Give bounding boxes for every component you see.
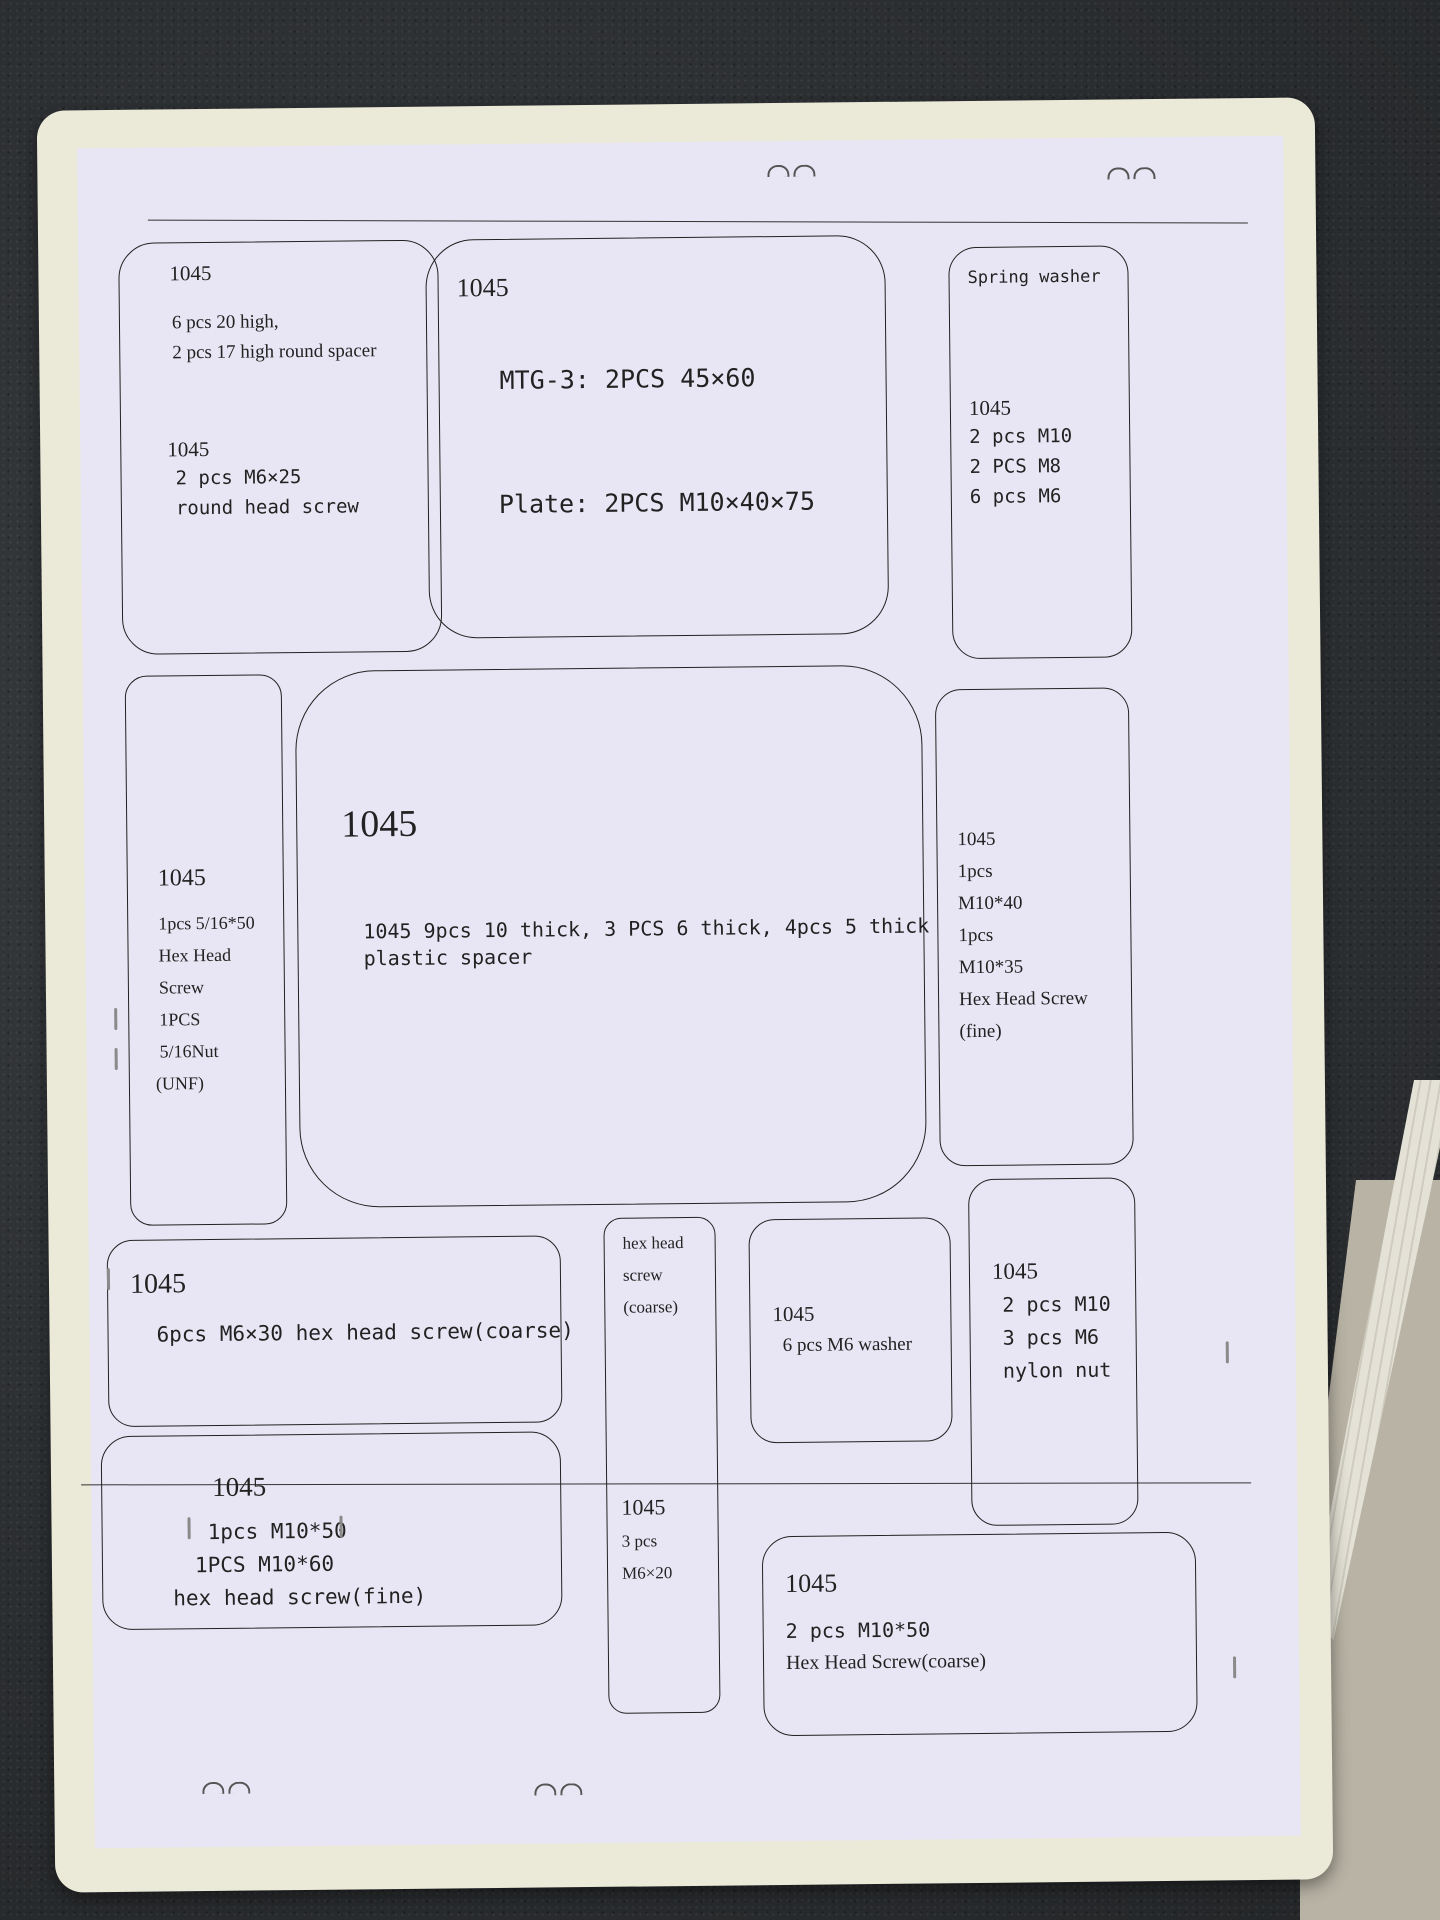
bin-label-nylon-nut: 1045 2 pcs M10 3 pcs M6 nylon nut — [967, 1177, 1139, 1527]
box-line: Hex Head Screw(coarse) — [785, 1649, 987, 1675]
staple-mark — [1232, 1656, 1237, 1679]
parts-sheet: 1045 6 pcs 20 high, 2 pcs 17 high round … — [77, 135, 1301, 1849]
box-line: M10*40 — [957, 892, 1023, 915]
box-line: 1PCS M10*60 — [194, 1551, 335, 1578]
box-line: 6pcs M6×30 hex head screw(coarse) — [156, 1318, 574, 1347]
box-code: 1045 — [968, 395, 1012, 421]
box-line: M6×20 — [621, 1563, 673, 1583]
bin-label-mtg: 1045 MTG-3: 2PCS 45×60 Plate: 2PCS M10×4… — [425, 234, 890, 639]
staple-mark — [106, 1268, 111, 1291]
box-line: 1PCS — [159, 1009, 201, 1030]
staple-tab — [202, 1781, 225, 1795]
box-code: 1045 — [157, 865, 206, 892]
box-code: 1045 — [456, 272, 509, 303]
box-code: 1045 — [341, 802, 418, 846]
box-line: 6 pcs M6 — [969, 485, 1062, 509]
box-code: 1045 — [169, 260, 212, 286]
box-line: 5/16Nut — [159, 1040, 219, 1062]
box-line: 2 pcs M10 — [1002, 1291, 1111, 1317]
staple-mark — [114, 1047, 118, 1071]
box-line: 1045 9pcs 10 thick, 3 PCS 6 thick, 4pcs … — [363, 913, 930, 944]
box-line: nylon nut — [1002, 1357, 1112, 1383]
bin-label-5-16-screw: 1045 1pcs 5/16*50 Hex Head Screw 1PCS 5/… — [124, 674, 288, 1226]
box-line: screw — [622, 1265, 663, 1285]
bin-label-m10-fine: 1045 1pcs M10*40 1pcs M10*35 Hex Head Sc… — [934, 687, 1134, 1167]
top-rule-line — [147, 219, 1248, 224]
bin-label-plastic-spacer: 1045 1045 9pcs 10 thick, 3 PCS 6 thick, … — [294, 664, 930, 1209]
box-code: 1045 — [957, 828, 996, 851]
box-line: 2 pcs 17 high round spacer — [172, 340, 377, 364]
box-line: 2 pcs M10 — [969, 424, 1073, 449]
bin-label-m6x20: hex head screw (coarse) 1045 3 pcs M6×20 — [603, 1216, 721, 1714]
box-line: 6 pcs M6 washer — [782, 1333, 913, 1357]
box-line: 1pcs — [958, 924, 994, 947]
box-line: 2 PCS M8 — [969, 455, 1062, 479]
bin-label-m10-50-coarse: 1045 2 pcs M10*50 Hex Head Screw(coarse) — [761, 1531, 1198, 1737]
box-line: 3 pcs — [621, 1531, 658, 1551]
staple-tab — [1107, 167, 1130, 180]
box-line: (fine) — [959, 1020, 1002, 1043]
box-line: Hex Head — [158, 944, 232, 966]
box-line: 1pcs M10*50 — [207, 1518, 347, 1545]
staple-mark — [187, 1517, 191, 1540]
box-line: (UNF) — [155, 1073, 205, 1094]
box-line: MTG-3: 2PCS 45×60 — [499, 363, 756, 395]
staple-tab — [534, 1783, 557, 1796]
box-line: 1pcs 5/16*50 — [158, 912, 255, 934]
box-line: round head screw — [175, 495, 360, 520]
box-line: hex head screw(fine) — [173, 1583, 427, 1611]
box-code: 1045 — [785, 1568, 838, 1599]
box-line: (coarse) — [623, 1297, 679, 1317]
box-code: 1045 — [129, 1268, 187, 1300]
box-code: 1045 — [621, 1494, 666, 1520]
staple-tab — [767, 164, 790, 178]
staple-tab — [560, 1783, 583, 1796]
box-line: plastic spacer — [363, 944, 533, 971]
box-line: 6 pcs 20 high, — [171, 311, 279, 334]
bin-label-m6-washer: 1045 6 pcs M6 washer — [748, 1217, 953, 1444]
box-line: Hex Head Screw — [958, 987, 1088, 1011]
staple-mark — [1225, 1341, 1229, 1364]
staple-tab — [793, 164, 816, 177]
box-line: M10*35 — [958, 956, 1024, 979]
bin-label-spacer-screws: 1045 6 pcs 20 high, 2 pcs 17 high round … — [118, 239, 443, 655]
box-line: 2 pcs M6×25 — [175, 466, 302, 490]
box-line: hex head — [622, 1233, 684, 1253]
box-line: Plate: 2PCS M10×40×75 — [498, 486, 816, 519]
box-code: 1045 — [772, 1301, 815, 1327]
box-line: Spring washer — [967, 266, 1101, 289]
bin-label-m10-50-60: 1045 1pcs M10*50 1PCS M10*60 hex head sc… — [100, 1431, 563, 1631]
staple-tab — [1133, 167, 1156, 180]
bin-label-m6x30: 1045 6pcs M6×30 hex head screw(coarse) — [106, 1235, 574, 1428]
box-code: 1045 — [991, 1258, 1039, 1284]
box-code: 1045 — [167, 436, 210, 462]
box-code: 1045 — [212, 1471, 267, 1503]
box-line: 3 pcs M6 — [1002, 1324, 1100, 1350]
staple-mark — [114, 1007, 118, 1031]
bin-label-spring-washer: Spring washer 1045 2 pcs M10 2 PCS M8 6 … — [948, 245, 1133, 660]
box-line: 1pcs — [957, 860, 993, 883]
staple-tab — [228, 1781, 251, 1794]
staple-mark — [339, 1515, 343, 1538]
box-line: Screw — [158, 977, 205, 998]
box-line: 2 pcs M10*50 — [785, 1617, 931, 1644]
